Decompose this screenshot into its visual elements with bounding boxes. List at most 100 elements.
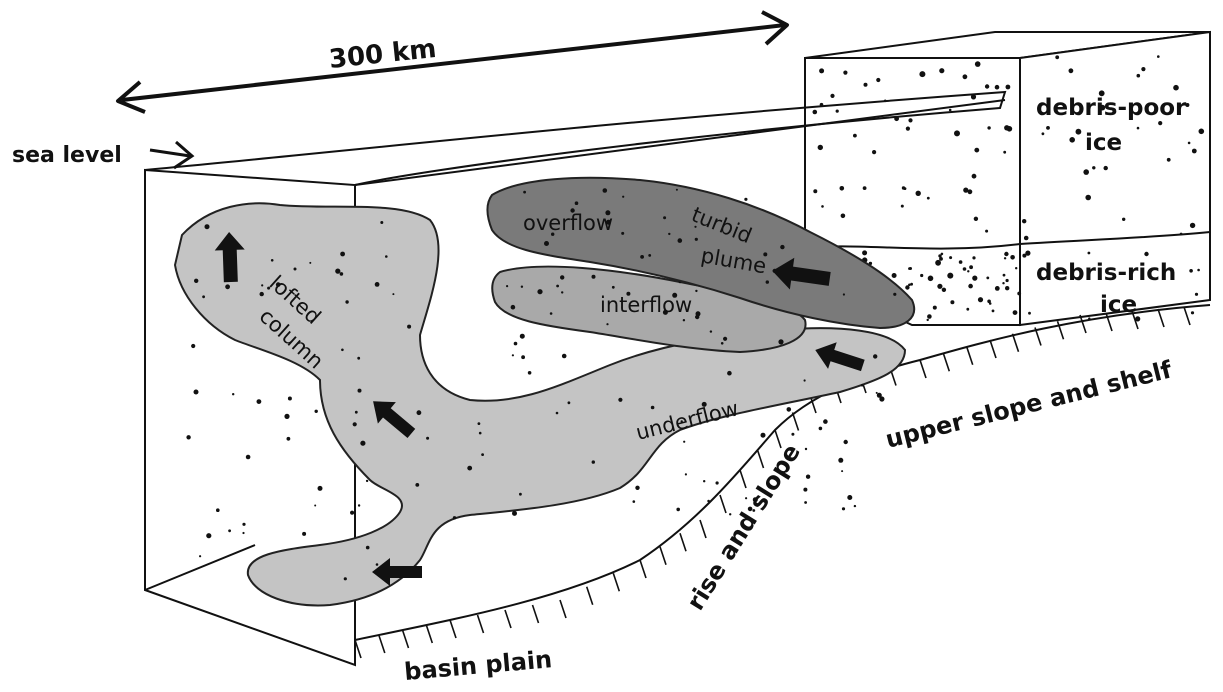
- interflow-debris-dot: [683, 319, 685, 321]
- underflow-debris-dot: [876, 392, 878, 394]
- interflow-debris-dot: [514, 342, 518, 346]
- ice-debris-dot: [906, 127, 910, 131]
- ice-debris-dot: [939, 68, 944, 73]
- ice-debris-dot: [1192, 149, 1197, 154]
- underflow-debris-dot: [315, 410, 318, 413]
- underflow-debris-dot: [225, 284, 230, 289]
- interflow-debris-dot: [592, 275, 596, 279]
- underflow-debris-dot: [877, 393, 882, 398]
- scale-bar: [118, 12, 787, 112]
- seafloor-hatch-tick: [920, 360, 926, 378]
- debris-poor-label-2: ice: [1085, 130, 1122, 156]
- underflow-debris-dot: [341, 349, 344, 352]
- underflow-debris-dot: [651, 406, 655, 410]
- seafloor-hatch-tick: [560, 600, 566, 618]
- ice-debris-dot: [927, 197, 930, 200]
- underflow-debris-dot: [357, 357, 360, 360]
- ice-debris-dot: [972, 174, 977, 179]
- overflow-label: overflow: [523, 211, 613, 235]
- underflow-debris-dot: [417, 410, 422, 415]
- underflow-debris-dot: [592, 460, 595, 463]
- ice-debris-dot: [1083, 169, 1089, 175]
- interflow-debris-dot: [511, 305, 516, 310]
- ice-debris-dot: [1069, 68, 1074, 73]
- ice-debris-dot: [872, 150, 876, 154]
- ice-debris-dot: [986, 277, 989, 280]
- ice-debris-dot: [1137, 127, 1140, 130]
- ice-debris-dot: [928, 276, 934, 282]
- ice-debris-dot: [987, 300, 991, 304]
- interflow-debris-dot: [778, 339, 783, 344]
- underflow-debris-dot: [804, 501, 807, 504]
- seafloor-hatch-tick: [426, 625, 432, 643]
- ice-debris-dot: [963, 267, 967, 271]
- underflow-debris-dot: [260, 292, 264, 296]
- seafloor-hatch-tick: [587, 587, 593, 605]
- ice-debris-dot: [909, 267, 912, 270]
- sea-level-label: sea level: [12, 143, 122, 168]
- ice-debris-dot: [836, 110, 839, 113]
- underflow-debris-dot: [791, 433, 794, 436]
- ice-debris-dot: [949, 256, 952, 259]
- seafloor-hatch-tick: [505, 610, 511, 628]
- ice-debris-dot: [1055, 55, 1059, 59]
- seafloor-hatch-tick: [1184, 307, 1190, 325]
- ice-debris-dot: [1010, 255, 1015, 260]
- underflow-debris-dot: [392, 293, 394, 295]
- ice-debris-dot: [927, 314, 932, 319]
- underflow-debris-dot: [242, 532, 244, 534]
- underflow-debris-dot: [345, 300, 348, 303]
- ice-debris-dot: [1199, 129, 1205, 135]
- ice-debris-dot: [1088, 252, 1091, 255]
- ice-debris-dot: [935, 260, 941, 266]
- underflow-debris-dot: [806, 475, 810, 479]
- ice-debris-dot: [1004, 257, 1006, 259]
- ice-debris-dot: [1141, 67, 1145, 71]
- underflow-debris-dot: [246, 455, 251, 460]
- debris-poor-label-1: debris-poor: [1036, 95, 1187, 121]
- underflow-debris-dot: [861, 384, 864, 387]
- ice-debris-dot: [927, 319, 929, 321]
- ice-debris-dot: [1189, 269, 1193, 273]
- overflow-debris-dot: [575, 201, 579, 205]
- interflow-debris-dot: [521, 286, 523, 288]
- ice-debris-dot: [1013, 310, 1018, 315]
- ice-debris-dot: [1015, 267, 1017, 269]
- debris-rich-label-2: ice: [1100, 292, 1137, 318]
- ice-debris-dot: [1069, 137, 1075, 143]
- ice-debris-dot: [919, 71, 925, 77]
- underflow-debris-dot: [366, 480, 368, 482]
- interflow-debris-dot: [723, 337, 727, 341]
- ice-debris-dot: [959, 260, 963, 264]
- underflow-debris-dot: [358, 389, 362, 393]
- seafloor-hatch-tick: [613, 573, 619, 591]
- underflow-debris-dot: [521, 355, 525, 359]
- underflow-debris-dot: [683, 441, 685, 443]
- underflow-debris-dot: [216, 508, 220, 512]
- ice-debris-dot: [1024, 236, 1029, 241]
- overflow-debris-dot: [603, 188, 608, 193]
- underflow-debris-dot: [360, 441, 365, 446]
- underflow-debris-dot: [205, 224, 210, 229]
- ice-debris-dot: [892, 273, 897, 278]
- underflow-debris-dot: [302, 532, 306, 536]
- ice-debris-dot: [843, 71, 847, 75]
- interflow-debris-dot: [550, 312, 553, 315]
- underflow-debris-dot: [823, 419, 828, 424]
- ice-debris-dot: [967, 270, 969, 272]
- ice-debris-dot: [818, 145, 823, 150]
- underflow-debris-dot: [787, 407, 792, 412]
- underflow-debris-dot: [481, 453, 484, 456]
- upper-slope-shelf-label: upper slope and shelf: [883, 355, 1175, 453]
- underflow-debris-dot: [309, 262, 311, 264]
- underflow-debris-dot: [206, 533, 211, 538]
- interflow-debris-dot: [606, 323, 608, 325]
- underflow-debris-dot: [271, 259, 274, 262]
- ice-debris-dot: [1197, 269, 1200, 272]
- ice-debris-dot: [1042, 132, 1045, 135]
- ice-debris-dot: [1003, 151, 1006, 154]
- ice-debris-dot: [1104, 166, 1108, 170]
- underflow-debris-dot: [729, 513, 731, 515]
- overflow-debris-dot: [544, 241, 549, 246]
- ice-debris-dot: [1157, 55, 1160, 58]
